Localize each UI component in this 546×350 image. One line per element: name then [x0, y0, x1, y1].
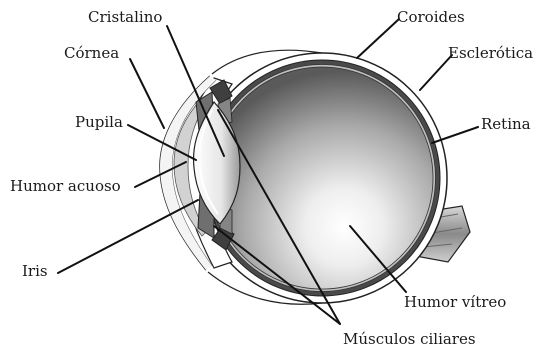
- label-musculos-ciliares: Músculos ciliares: [343, 330, 476, 348]
- vitreous-body: [211, 67, 433, 289]
- label-cristalino: Cristalino: [88, 8, 162, 26]
- leader-iris: [58, 200, 198, 273]
- label-pupila: Pupila: [75, 113, 123, 131]
- label-cornea: Córnea: [64, 44, 119, 62]
- label-humor-acuoso: Humor acuoso: [10, 177, 121, 195]
- label-iris: Iris: [22, 262, 48, 280]
- leader-cornea: [130, 59, 164, 128]
- label-retina: Retina: [481, 115, 531, 133]
- label-esclerotica: Esclerótica: [448, 44, 533, 62]
- leader-coroides: [357, 19, 399, 58]
- label-humor-vitreo: Humor vítreo: [404, 293, 506, 311]
- label-coroides: Coroides: [397, 8, 465, 26]
